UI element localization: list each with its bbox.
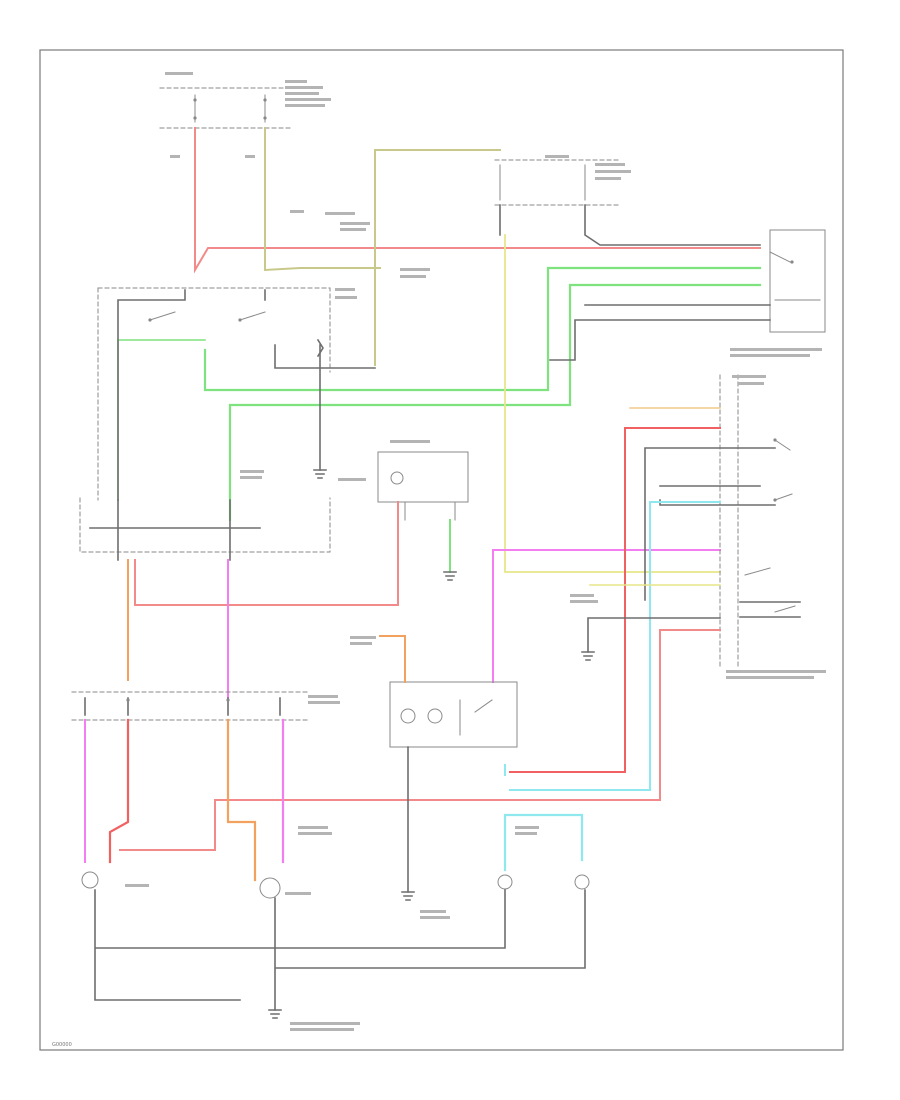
fog-lamp-right: [574, 874, 590, 890]
wire-green-c: [117, 339, 206, 501]
fuse-block-top: [159, 87, 291, 129]
tiny-labels: [125, 72, 826, 1031]
multifunction-switch: [644, 374, 801, 669]
wire-olive-top: [374, 149, 501, 366]
wire-red-feed: [194, 127, 761, 274]
wire-red-right-b: [119, 629, 721, 851]
ground-bus: [94, 889, 586, 1011]
headlamp-switch: [97, 287, 376, 501]
wire-green-b: [228, 283, 762, 522]
wire-orange-relay: [379, 635, 406, 683]
wire-red-cluster: [134, 501, 399, 606]
fog-lamp-left: [497, 874, 513, 890]
wire-gray-dimmer-a: [549, 304, 771, 361]
dimmer-switch: [769, 229, 826, 333]
wire-cyan-right: [504, 501, 721, 791]
fuse-block-upper-right: [494, 159, 761, 246]
wire-red-left-drop: [108, 718, 130, 864]
fog-lamp-relay: [389, 681, 518, 748]
headlamp-right: [259, 877, 281, 899]
fuse-block-lower: [71, 691, 311, 721]
wire-red-right-a: [509, 427, 721, 773]
wire-yellow-long: [504, 234, 721, 573]
cluster-lamp: [377, 451, 469, 521]
wire-green-a: [203, 266, 762, 392]
wire-olive-feed: [264, 127, 381, 272]
wire-pink-right: [492, 549, 721, 683]
headlamp-relay-panel: [79, 497, 331, 561]
diagram-border: [39, 49, 844, 1051]
footer-code: G00000: [52, 1042, 72, 1048]
wire-red-mid-drop: [226, 718, 257, 882]
wire-cyan-fog-left: [503, 813, 584, 872]
wire-black-right-ground: [587, 617, 721, 653]
headlamp-left: [81, 871, 99, 889]
